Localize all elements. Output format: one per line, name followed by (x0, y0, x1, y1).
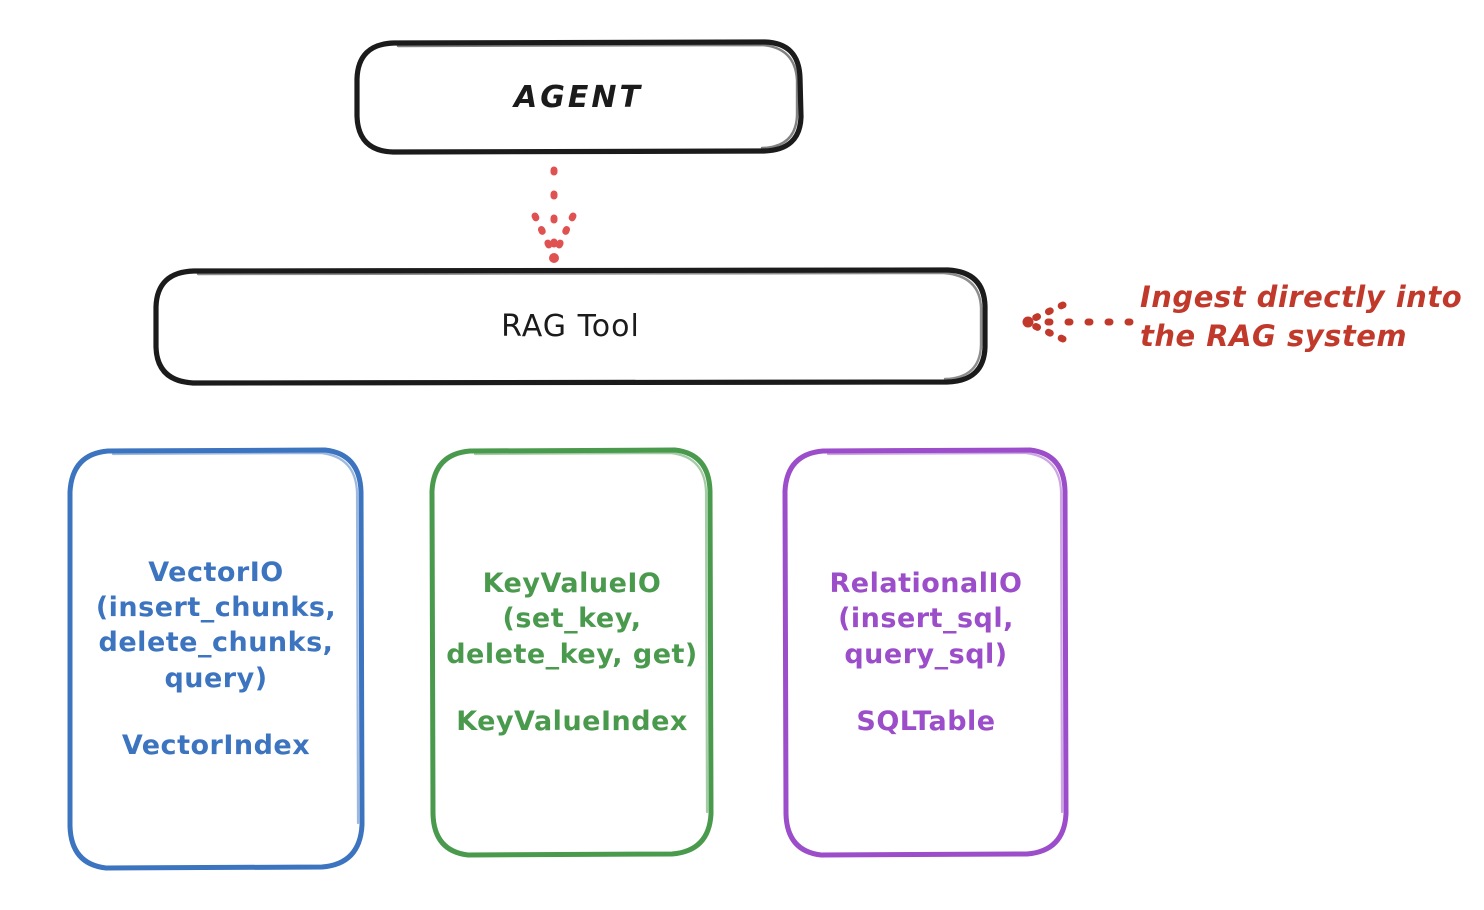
agent-to-ragtool-arrow (531, 166, 577, 263)
key-value-io-api-text: KeyValueIO (set_key, delete_key, get) (446, 568, 698, 670)
rag-tool-node-label: RAG Tool (156, 270, 985, 382)
rag-tool-title: RAG Tool (501, 308, 640, 344)
vector-io-api-text: VectorIO (insert_chunks, delete_chunks, … (95, 557, 337, 694)
key-value-io-node-label: KeyValueIO (set_key, delete_key, get) Ke… (432, 450, 712, 855)
relational-io-index-text: SQLTable (856, 705, 996, 737)
relational-io-api-text: RelationalIO (insert_sql, query_sql) (829, 568, 1023, 670)
relational-io-node-label: RelationalIO (insert_sql, query_sql) SQL… (785, 450, 1067, 855)
ingest-annotation-text: Ingest directly into the RAG system (1140, 280, 1463, 354)
vector-io-index-text: VectorIndex (121, 729, 311, 761)
vector-io-node-label: VectorIO (insert_chunks, delete_chunks, … (70, 450, 362, 868)
ingest-arrow (1022, 301, 1134, 343)
agent-node-label: AGENT (357, 42, 800, 152)
agent-title: AGENT (514, 79, 643, 115)
key-value-io-index-text: KeyValueIndex (456, 705, 688, 737)
